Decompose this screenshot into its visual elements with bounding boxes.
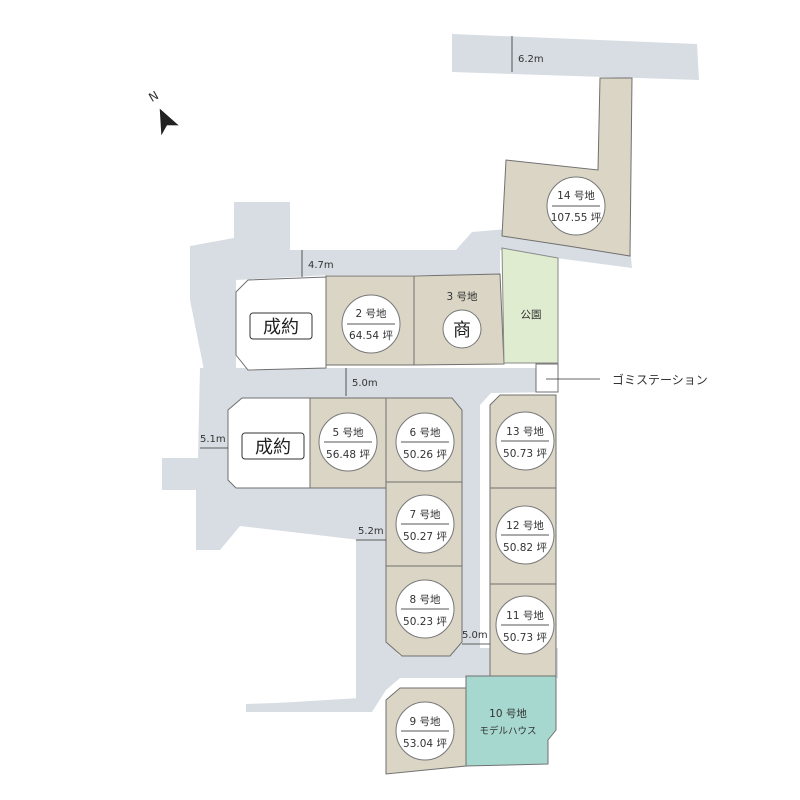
compass-label: N (146, 88, 161, 105)
lot-7-area: 50.27 坪 (403, 530, 447, 543)
lot-10-parcel[interactable] (465, 675, 557, 767)
lot-13-area: 50.73 坪 (503, 447, 547, 460)
lot-14-name: 14 号地 (557, 189, 595, 202)
garbage-station-label: ゴミステーション (612, 372, 708, 387)
road-width-5-1m: 5.1m (200, 434, 226, 445)
road-lower-center (386, 640, 466, 690)
park-label: 公園 (521, 309, 542, 321)
lot-12-area: 50.82 坪 (503, 541, 547, 554)
road-width-4-7m: 4.7m (308, 260, 334, 271)
lot-12-name: 12 号地 (506, 519, 544, 532)
lot-6-name: 6 号地 (409, 426, 441, 439)
lot-9-area: 53.04 坪 (403, 737, 447, 750)
park-parcel[interactable] (501, 247, 559, 364)
road-width-6-2m: 6.2m (518, 54, 544, 65)
lot-10-name: 10 号地 (489, 707, 527, 720)
road-width-5-0m-mid: 5.0m (352, 378, 378, 389)
lot-14-area: 107.55 坪 (551, 211, 602, 224)
garbage-station-parcel[interactable] (535, 363, 559, 393)
lot-11-area: 50.73 坪 (503, 631, 547, 644)
svg-text:成約: 成約 (255, 437, 291, 458)
lot-8-name: 8 号地 (409, 593, 441, 606)
compass: N (146, 88, 179, 136)
lot-8-area: 50.23 坪 (403, 615, 447, 628)
road-width-markers: 6.2m 4.7m 5.0m 5.1m 5.2m 5.0m (200, 36, 544, 645)
lot-9-name: 9 号地 (409, 715, 441, 728)
lot-2-area: 64.54 坪 (349, 329, 393, 342)
lot-5-name: 5 号地 (332, 426, 364, 439)
sold-label-lower: 成約 (241, 432, 305, 460)
lot-7-name: 7 号地 (409, 508, 441, 521)
lot-10-subtitle: モデルハウス (479, 725, 536, 737)
svg-text:成約: 成約 (263, 317, 299, 338)
sold-label-upper: 成約 (249, 312, 313, 340)
road-width-5-2m: 5.2m (358, 526, 384, 537)
north-arrow-icon (159, 108, 179, 136)
lot-6-area: 50.26 坪 (403, 448, 447, 461)
lot-5-area: 56.48 坪 (326, 448, 370, 461)
lot-2-name: 2 号地 (355, 307, 387, 320)
road-mid (206, 368, 540, 392)
road-width-5-0m-lower: 5.0m (462, 630, 488, 641)
lot-badges: 14 号地 107.55 坪 2 号地 64.54 坪 3 号地 商 5 号地 … (318, 176, 606, 761)
road-lower-left (246, 540, 386, 712)
lot-11-name: 11 号地 (506, 609, 544, 622)
lot-3-symbol: 商 (453, 320, 471, 341)
lot-13-name: 13 号地 (506, 425, 544, 438)
lot-3-name: 3 号地 (446, 290, 478, 303)
road-top (452, 34, 699, 80)
